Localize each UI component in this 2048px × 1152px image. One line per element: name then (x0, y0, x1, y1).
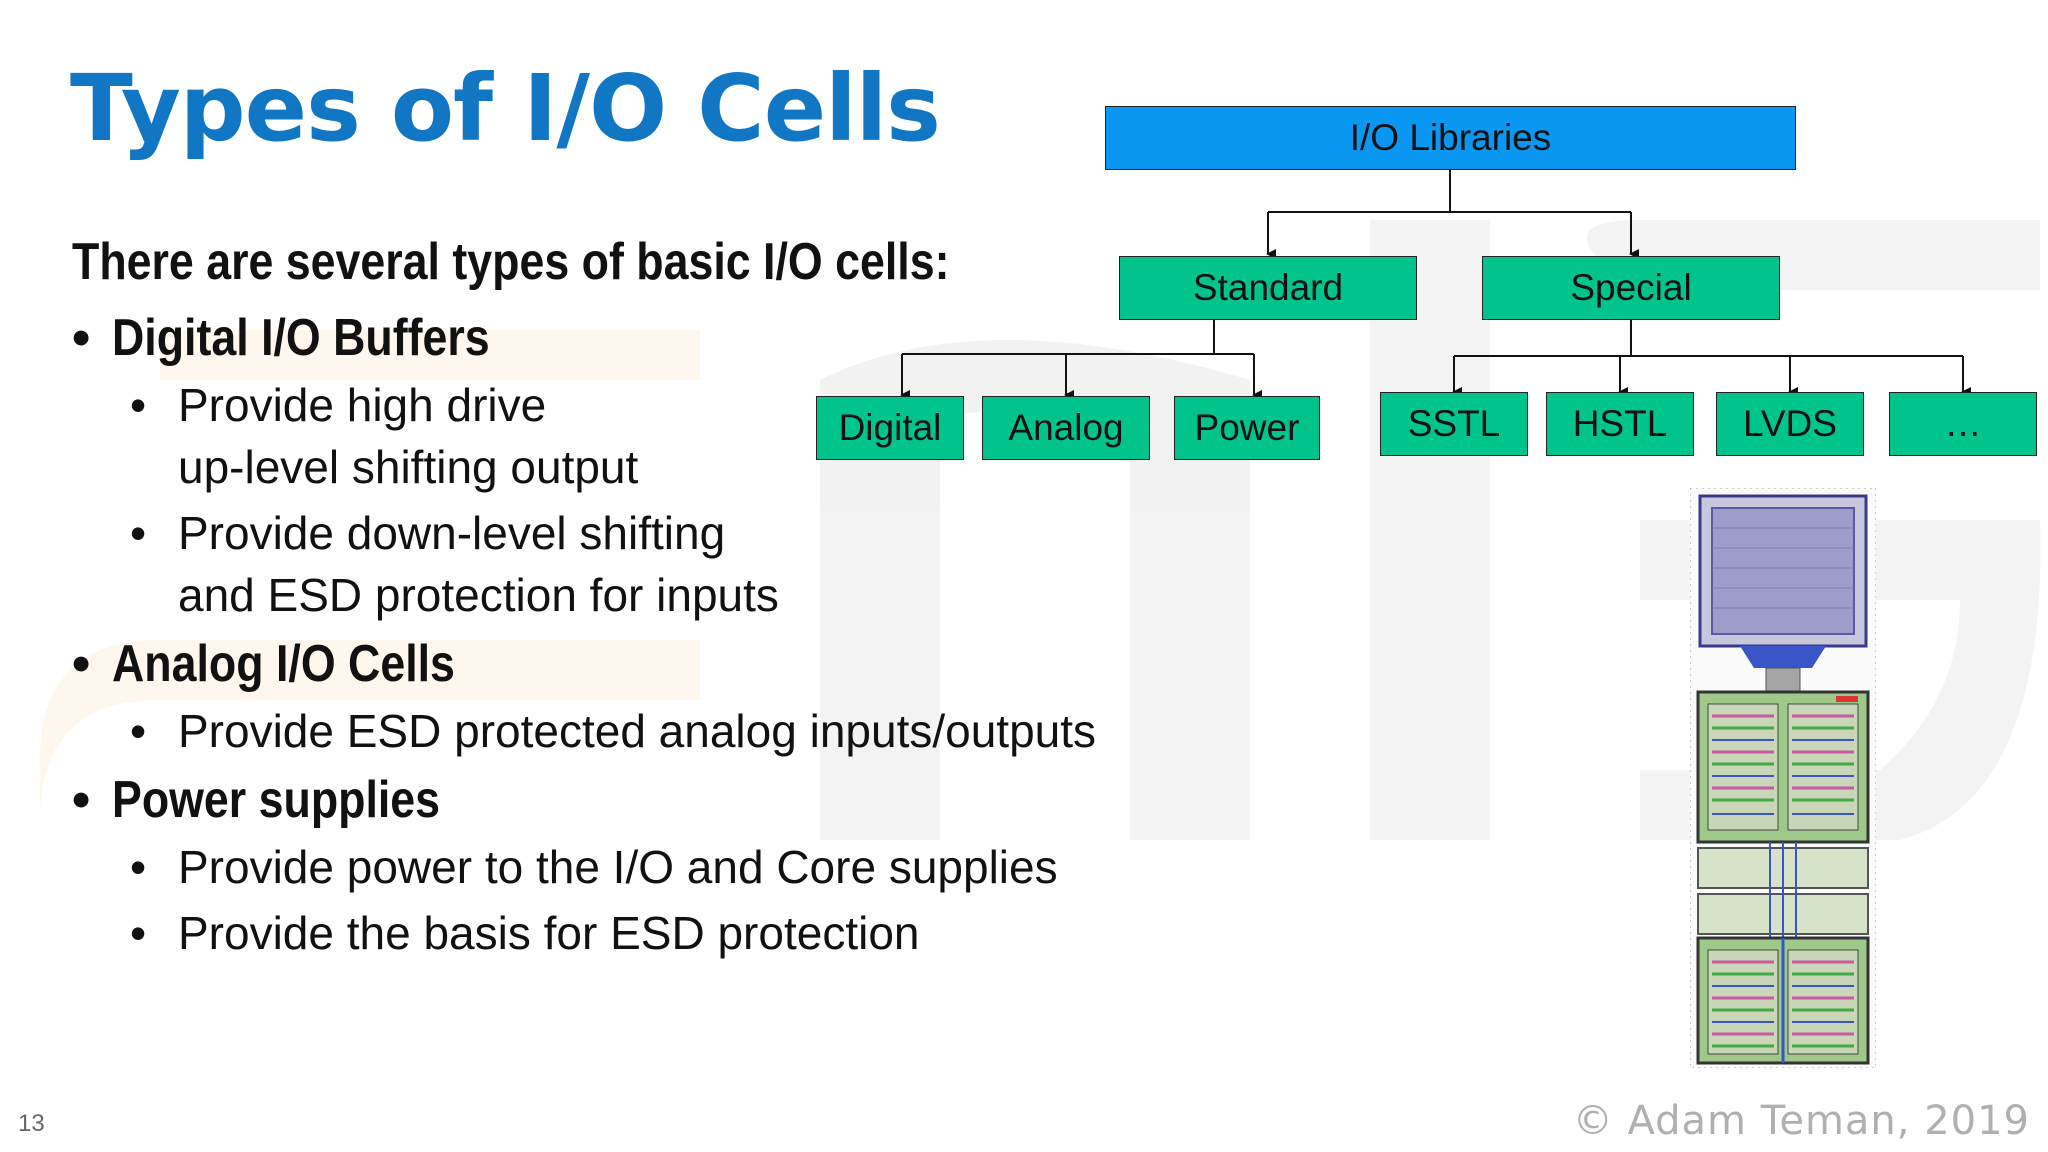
tree-node-power: Power (1174, 396, 1320, 460)
tree-node-special: Special (1482, 256, 1780, 320)
bullet-dot: • (130, 907, 147, 959)
bullet-dot: • (72, 309, 91, 367)
sub-bullet-line: and ESD protection for inputs (178, 569, 779, 621)
bullet-dot: • (130, 841, 147, 893)
section-heading-analog: • Analog I/O Cells (72, 632, 1222, 696)
bullet-dot: • (130, 705, 147, 757)
sub-bullet-analog-1: • Provide ESD protected analog inputs/ou… (72, 700, 1222, 762)
tree-node-sstl: SSTL (1380, 392, 1528, 456)
sub-bullet-power-1: • Provide power to the I/O and Core supp… (72, 836, 1222, 898)
sub-bullet-line: Provide power to the I/O and Core suppli… (178, 841, 1058, 893)
tree-node-lvds: LVDS (1716, 392, 1864, 456)
sub-bullet-power-2: • Provide the basis for ESD protection (72, 902, 1222, 964)
bullet-dot: • (130, 379, 147, 431)
tree-node-more: … (1889, 392, 2037, 456)
section-heading-digital: • Digital I/O Buffers (72, 306, 1222, 370)
section-heading-power: • Power supplies (72, 768, 1222, 832)
sub-bullet-line: Provide down-level shifting (178, 507, 726, 559)
sub-bullet-line: Provide high drive (178, 379, 547, 431)
bullet-content: There are several types of basic I/O cel… (72, 230, 1222, 964)
io-cell-layout-image (1690, 488, 1876, 1068)
sub-bullet-line: Provide ESD protected analog inputs/outp… (178, 705, 1097, 757)
sub-bullet-line: Provide the basis for ESD protection (178, 907, 920, 959)
bullet-dot: • (130, 507, 147, 559)
sub-bullet-digital-2: • Provide down-level shifting and ESD pr… (72, 502, 1222, 626)
tree-node-standard: Standard (1119, 256, 1417, 320)
tree-node-digital: Digital (816, 396, 964, 460)
intro-text: There are several types of basic I/O cel… (72, 233, 950, 291)
bullet-dot: • (72, 635, 91, 693)
tree-node-analog: Analog (982, 396, 1150, 460)
sub-bullet-digital-1: • Provide high drive up-level shifting o… (72, 374, 1222, 498)
tree-node-hstl: HSTL (1546, 392, 1694, 456)
tree-node-io-libraries: I/O Libraries (1105, 106, 1796, 170)
sub-bullet-line: up-level shifting output (178, 441, 639, 493)
slide-number: 13 (18, 1110, 45, 1137)
slide-title: Types of I/O Cells (70, 55, 941, 162)
bullet-dot: • (72, 771, 91, 829)
copyright-notice: © Adam Teman, 2019 (1572, 1098, 2030, 1144)
